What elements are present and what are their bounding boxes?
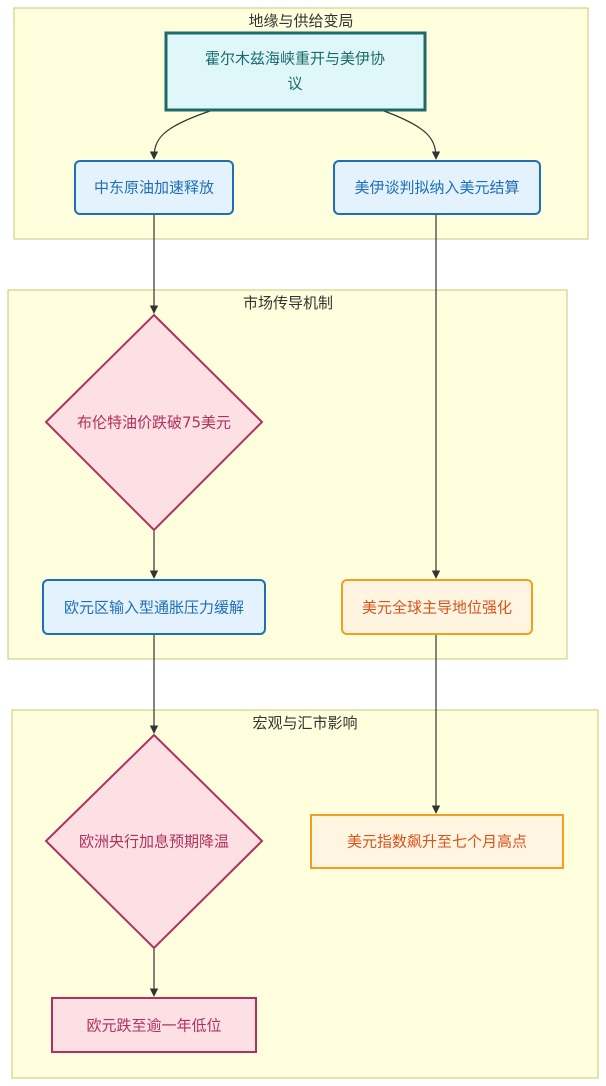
node-usd-settlement[interactable]: 美伊谈判拟纳入美元结算 — [333, 160, 541, 215]
node-usd-dominance[interactable]: 美元全球主导地位强化 — [341, 579, 533, 635]
node-usd-dominance-label: 美元全球主导地位强化 — [362, 599, 512, 617]
cluster-macro-title: 宏观与汇市影响 — [252, 714, 357, 732]
node-hormuz-box — [164, 31, 427, 112]
node-ecb-label: 欧洲央行加息预期降温 — [79, 833, 229, 851]
node-euro-inflation-box — [42, 579, 266, 635]
node-euro-low-label: 欧元跌至逾一年低位 — [86, 1017, 221, 1035]
node-usd-settlement-box — [333, 160, 541, 215]
node-ecb-diamond — [44, 733, 264, 950]
node-usd-dominance-box — [341, 579, 533, 635]
node-hormuz-line1: 霍尔木兹海峡重开与美伊协 — [205, 50, 385, 68]
node-brent-diamond — [44, 313, 264, 532]
node-brent-label: 布伦特油价跌破75美元 — [77, 414, 231, 432]
node-dxy-label: 美元指数飙升至七个月高点 — [347, 833, 527, 851]
cluster-market-title: 市场传导机制 — [243, 294, 333, 312]
node-ecb-hike[interactable]: 欧洲央行加息预期降温 — [44, 733, 264, 950]
node-mideast-oil-box — [74, 160, 234, 215]
node-euro-low[interactable]: 欧元跌至逾一年低位 — [51, 997, 257, 1053]
node-euro-low-box — [51, 997, 257, 1053]
node-mideast-oil-label: 中东原油加速释放 — [94, 179, 214, 197]
edges — [149, 110, 441, 997]
edge-hormuz-to-mideast-oil — [149, 110, 211, 160]
node-brent-price[interactable]: 布伦特油价跌破75美元 — [44, 313, 264, 532]
node-hormuz-reopening[interactable]: 霍尔木兹海峡重开与美伊协 议 — [164, 31, 427, 112]
node-hormuz-line2: 议 — [287, 75, 302, 93]
node-usd-settlement-label: 美伊谈判拟纳入美元结算 — [354, 179, 519, 197]
node-euro-inflation-label: 欧元区输入型通胀压力缓解 — [64, 599, 244, 617]
node-euro-inflation[interactable]: 欧元区输入型通胀压力缓解 — [42, 579, 266, 635]
node-mideast-oil[interactable]: 中东原油加速释放 — [74, 160, 234, 215]
cluster-geo-title: 地缘与供给变局 — [248, 12, 353, 30]
edge-hormuz-to-usd-settlement — [383, 110, 441, 160]
node-dxy-box — [310, 814, 564, 869]
node-dxy-high[interactable]: 美元指数飙升至七个月高点 — [310, 814, 564, 869]
